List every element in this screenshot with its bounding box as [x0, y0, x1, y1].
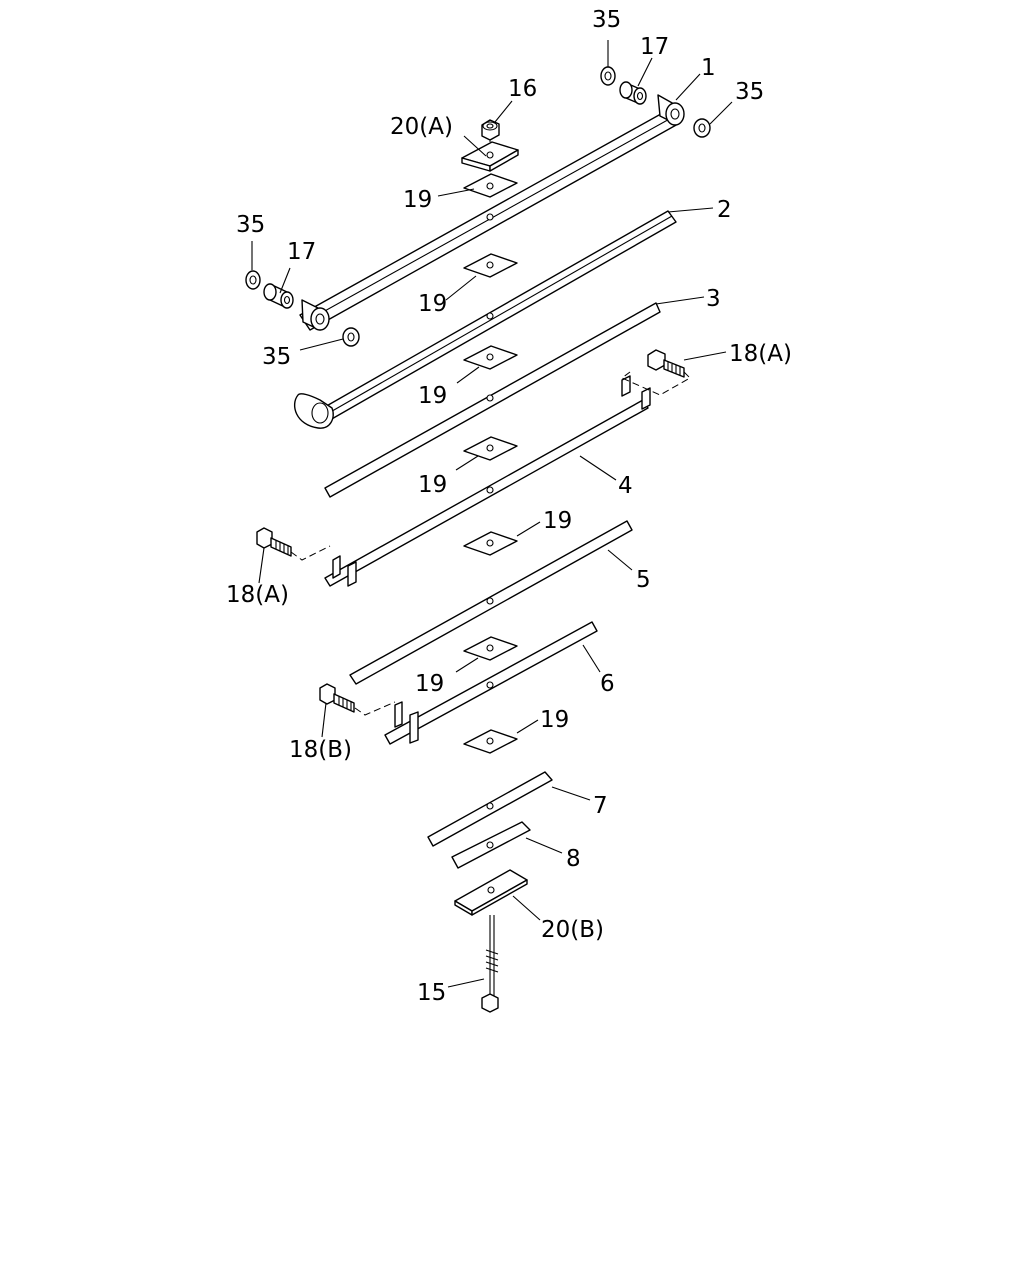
- label-35-lower: 35: [262, 344, 291, 370]
- nut-16: [481, 119, 500, 141]
- label-16: 16: [508, 76, 537, 102]
- callout-labels: 35 17 1 35 16 20(A) 19 35 17 35 2 19 3 1…: [226, 7, 792, 1006]
- label-5: 5: [636, 567, 651, 593]
- label-15: 15: [417, 980, 446, 1006]
- plate-20b: [454, 869, 528, 916]
- label-35-top: 35: [592, 7, 621, 33]
- washer-35-right: [693, 118, 711, 138]
- label-19-a: 19: [403, 187, 432, 213]
- label-20a: 20(A): [390, 114, 453, 140]
- clip-bolt-18b: [319, 683, 355, 713]
- label-19-c: 19: [418, 383, 447, 409]
- center-bolt-15: [481, 915, 499, 1013]
- label-19-d: 19: [418, 472, 447, 498]
- eye-bushing-rear: [301, 299, 330, 331]
- label-18a-right: 18(A): [729, 341, 792, 367]
- label-35-right: 35: [735, 79, 764, 105]
- spacer-plates: [463, 173, 518, 754]
- leaf-2: [293, 210, 677, 429]
- leaf-6: [384, 621, 598, 745]
- label-19-e: 19: [543, 508, 572, 534]
- label-4: 4: [618, 473, 633, 499]
- label-7: 7: [593, 793, 608, 819]
- plate-20a: [461, 141, 519, 172]
- label-3: 3: [706, 286, 721, 312]
- washer-35-lower: [342, 327, 360, 347]
- clip-bolt-18a-right: [647, 349, 685, 378]
- leaf-4: [324, 375, 651, 587]
- label-18a-left: 18(A): [226, 582, 289, 608]
- label-19-g: 19: [540, 707, 569, 733]
- bushing-17-top: [619, 81, 647, 105]
- label-17-top: 17: [640, 34, 669, 60]
- label-1: 1: [701, 55, 716, 81]
- leader-lines: [251, 40, 733, 988]
- label-18b: 18(B): [289, 737, 352, 763]
- leaf-5: [349, 520, 633, 685]
- assembly-lines: [290, 140, 691, 716]
- bushing-17-left: [263, 283, 294, 309]
- label-6: 6: [600, 671, 615, 697]
- eye-bushing-front: [657, 94, 685, 126]
- label-2: 2: [717, 197, 732, 223]
- leaf-7: [427, 771, 553, 847]
- label-19-f: 19: [415, 671, 444, 697]
- label-19-b: 19: [418, 291, 447, 317]
- leaf-8: [451, 821, 531, 869]
- label-8: 8: [566, 846, 581, 872]
- leaf-3: [324, 302, 661, 498]
- washer-35-left: [245, 270, 261, 290]
- label-20b: 20(B): [541, 917, 604, 943]
- washer-35-top: [600, 66, 616, 86]
- clip-bolt-18a-left: [256, 527, 292, 557]
- label-35-left: 35: [236, 212, 265, 238]
- label-17-left: 17: [287, 239, 316, 265]
